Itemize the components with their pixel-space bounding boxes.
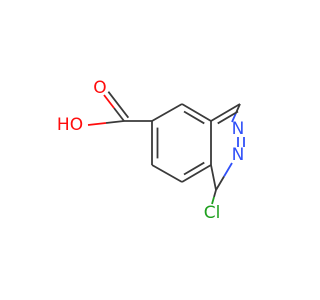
atom-label-carbonyl-oxygen: O: [93, 78, 106, 98]
bond-c-cl-a: [213, 189, 217, 198]
atom-label-hydroxyl-oxygen: HO: [57, 115, 83, 135]
bond-ring-b-4-a: [223, 162, 233, 177]
bond-c-oh-a: [105, 120, 125, 124]
bond-ring-b-1-inner: [217, 110, 239, 125]
atom-label-chlorine: Cl: [204, 203, 221, 223]
atom-label-nitrogen-lower: N: [232, 145, 245, 165]
bond-ring-b-5: [210, 164, 217, 191]
bond-ring-a-3: [181, 164, 212, 183]
bond-c-cl-b: [211, 196, 215, 205]
bond-ring-a-3-inner: [183, 161, 205, 176]
bond-ring-b-2-b: [231, 112, 237, 123]
bond-c-o-double-a: [113, 107, 125, 122]
bond-c-oh-b: [87, 122, 107, 126]
molecule-structure-drawing: HO O N N Cl: [57, 78, 245, 223]
bond-layer: [87, 91, 245, 205]
bond-ring-b-4-b: [215, 176, 225, 191]
bond-ring-a-6: [151, 103, 183, 122]
atom-label-nitrogen-upper: N: [232, 119, 245, 139]
bond-c-o-double-par-a: [107, 91, 130, 119]
bond-ring-a-1: [181, 103, 212, 122]
bond-ring-b-1: [210, 103, 241, 122]
bond-ring-a-1-inner: [183, 110, 205, 125]
bond-c-o-double-b: [103, 94, 115, 109]
bond-ring-a-4: [151, 164, 183, 183]
